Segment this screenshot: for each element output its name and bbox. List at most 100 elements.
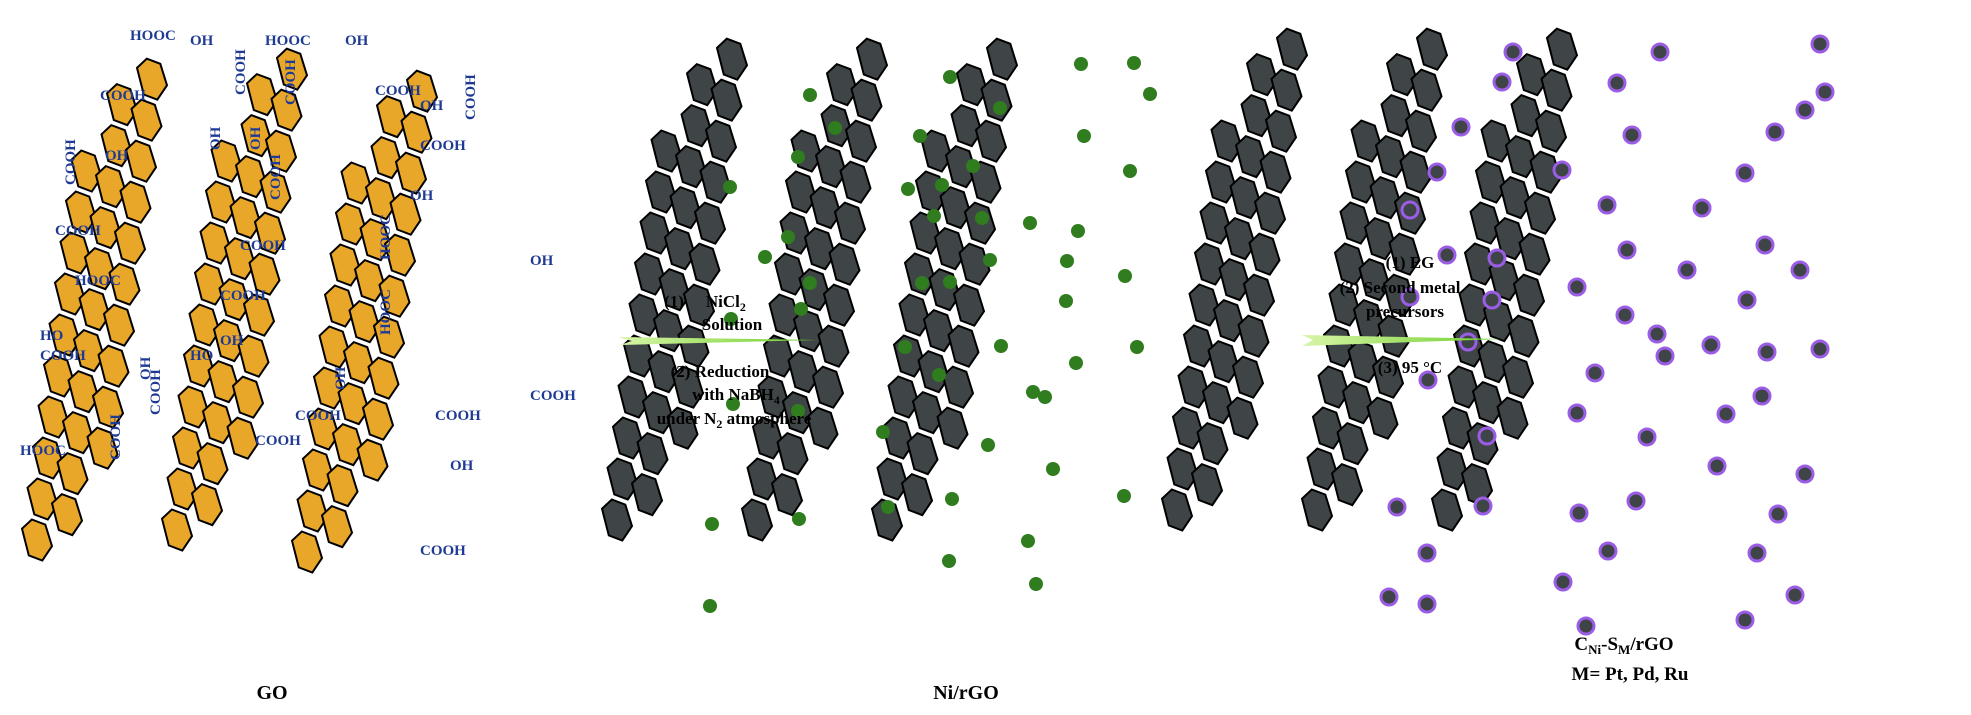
functional-group-label: COOH <box>100 88 146 104</box>
product-sheet-1-cell <box>1204 160 1238 204</box>
ni-particle <box>898 340 912 354</box>
second-metal-particle <box>1755 235 1775 255</box>
ni-rgo-sheet-1-cell <box>674 144 708 189</box>
product-sheet-2-cell <box>1350 119 1383 163</box>
second-metal-particle <box>1707 456 1727 476</box>
product-sheet-3-cell <box>1518 232 1551 276</box>
second-metal-particle <box>1477 426 1497 446</box>
go-sheet-2-cell <box>196 441 229 486</box>
functional-group-label: HO <box>190 348 213 364</box>
product-sheet-1-cell <box>1253 191 1287 235</box>
second-metal-particle <box>1473 496 1493 516</box>
product-sheet-3-cell <box>1471 380 1505 425</box>
go-sheet-1-cell <box>37 395 70 439</box>
ni-rgo-sheet-1-cell <box>644 170 678 214</box>
ni-rgo-sheet-2-cell <box>825 62 859 107</box>
go-sheet-1-cell <box>108 262 141 306</box>
ni-rgo-sheet-1-cell <box>600 498 634 542</box>
go-sheet-1-cell <box>94 164 128 209</box>
ni-rgo-sheets <box>600 37 1019 542</box>
ni-rgo-sheet-3-cell <box>870 498 904 542</box>
ni-rgo-sheet-2-cell <box>839 160 872 204</box>
ni-rgo-sheet-1-cell <box>652 308 686 353</box>
second-metal-particle <box>1655 346 1675 366</box>
go-sheet-3-cell <box>320 504 354 549</box>
second-metal-particle <box>1615 305 1635 325</box>
ni-rgo-sheet-2-cell <box>803 226 837 271</box>
step1-line3: (2) Reduction <box>671 362 770 381</box>
ni-rgo-sheet-2-cell <box>770 472 804 517</box>
go-sheet-1-cell <box>97 344 130 388</box>
ni-particle <box>927 209 941 223</box>
second-metal-particle <box>1567 277 1587 297</box>
product-sheet-3-cell <box>1430 488 1464 532</box>
ni-particle <box>705 517 719 531</box>
product-sheet-2-cell <box>1366 396 1399 440</box>
go-sheet-2-cell <box>160 508 194 552</box>
ni-rgo-sheet-3-cell <box>881 416 915 460</box>
second-metal-particle <box>1552 160 1572 180</box>
second-metal-particle <box>1569 503 1589 523</box>
go-sheet-3-cell <box>372 315 406 359</box>
go-label: GO <box>256 682 287 704</box>
ni-particle <box>791 404 805 418</box>
go-sheet-3-cell <box>340 161 373 205</box>
second-metal-particle <box>1795 100 1815 120</box>
ni-rgo-sheet-1-cell <box>682 283 716 327</box>
ni-rgo-sheet-1-cell <box>710 78 743 122</box>
ni-rgo-sheet-2-cell <box>817 324 850 368</box>
second-metal-particle <box>1387 497 1407 517</box>
ni-rgo-sheet-1-cell <box>671 365 705 409</box>
product-sheet-2-cell <box>1380 93 1413 138</box>
go-sheet-3-cell <box>375 94 409 139</box>
ni-rgo-sheet-1-cell <box>663 226 697 271</box>
product-sheet-3-cell <box>1504 134 1538 179</box>
ni-rgo-sheet-2-cell <box>833 201 867 245</box>
ni-particle <box>881 500 895 514</box>
second-metal-particle <box>1735 163 1755 183</box>
go-sheet-3-cell <box>383 233 417 277</box>
functional-group-label: COOH <box>530 388 576 404</box>
functional-group-label: COOH <box>268 154 284 200</box>
second-metal-particle <box>1692 198 1712 218</box>
ni-rgo-sheet-1-cell <box>715 37 749 81</box>
functional-group-label: OH <box>248 126 264 150</box>
functional-group-label: HOOC <box>378 214 394 260</box>
functional-group-label: HOOC <box>265 33 311 49</box>
ni-rgo-sheet-2-cell <box>740 498 774 542</box>
second-metal-particle <box>1503 42 1523 62</box>
product-sheet-3-cell <box>1469 201 1502 245</box>
functional-group-label: OH <box>105 148 129 164</box>
second-metal-particle <box>1768 504 1788 524</box>
product-sheet-1-cell <box>1196 421 1229 466</box>
ni-particle <box>983 253 997 267</box>
functional-group-label: OH <box>530 253 554 269</box>
ni-rgo-sheet-3-cell <box>922 308 956 353</box>
second-metal-particle <box>1482 290 1502 310</box>
go-sheets <box>20 47 439 574</box>
ni-rgo-sheet-2-cell <box>855 37 889 81</box>
go-sheet-2-cell <box>190 482 224 527</box>
functional-group-label: COOH <box>240 238 286 254</box>
step2-line4: (3) 95 °C <box>1378 358 1442 377</box>
product-sheet-1-cell <box>1242 273 1276 317</box>
go-sheet-2-cell <box>229 195 262 240</box>
functional-group-label: COOH <box>420 543 466 559</box>
ni-rgo-sheet-3-cell <box>985 37 1019 81</box>
product-sheet-1-cell <box>1207 339 1240 384</box>
product-sheet-1-cell <box>1166 447 1199 491</box>
functional-group-label: COOH <box>108 414 124 460</box>
step1-line5: under N2 atmosphere <box>657 409 812 431</box>
go-sheet-3-cell <box>290 530 324 574</box>
ni-rgo-sheet-1-cell <box>688 242 721 286</box>
product-sheet-2-cell <box>1388 232 1421 276</box>
go-sheet-2-cell <box>264 129 298 173</box>
product-sheet-2-cell <box>1344 160 1378 204</box>
product-sheet-2-cell <box>1311 406 1345 450</box>
second-metal-particle <box>1585 363 1605 383</box>
functional-group-label: COOH <box>55 223 101 239</box>
product-sheet-1-cell <box>1188 283 1221 327</box>
second-metal-particle <box>1716 404 1736 424</box>
product-sheet-2-cell <box>1347 339 1380 384</box>
